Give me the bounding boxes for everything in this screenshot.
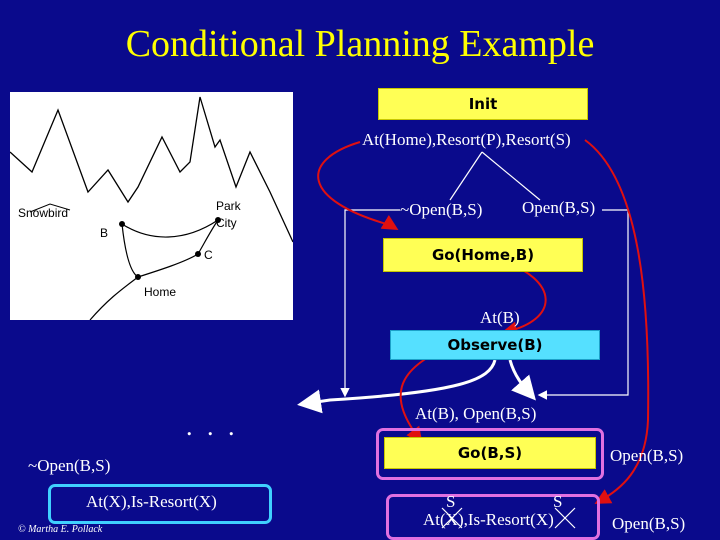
map-drawing [9, 96, 294, 321]
init-state-text: At(Home),Resort(P),Resort(S) [362, 130, 571, 149]
bottom-goal-s-right: S [553, 492, 563, 511]
slide-title: Conditional Planning Example [125, 23, 595, 65]
node-b-dot [119, 221, 125, 227]
node-home-dot [135, 274, 141, 280]
right-open-label-1: Open(B,S) [610, 446, 684, 465]
branch-line-right [481, 151, 541, 201]
copyright-text: © Martha E. Pollack [18, 524, 103, 535]
map-label-c: C [204, 248, 213, 262]
ellipsis: . . . [186, 412, 239, 441]
road-home-exit [89, 276, 139, 321]
loop-line-not-open [340, 209, 400, 398]
bottom-goal-s-left: S [446, 492, 456, 511]
init-box: Init [378, 88, 588, 120]
mountain-ridge-line [9, 96, 294, 243]
go-home-b-box: Go(Home,B) [383, 238, 583, 272]
strike-x-right-b [554, 507, 576, 529]
road-home-c [137, 253, 199, 278]
branch-line-left [449, 151, 483, 201]
loop-line-open [537, 209, 629, 400]
left-goal-text: At(X),Is-Resort(X) [86, 492, 217, 511]
map-label-snowbird: Snowbird [18, 206, 69, 220]
node-park-dot [215, 217, 221, 223]
slope-line [29, 203, 71, 213]
map-label-b: B [100, 226, 109, 240]
bottom-goal-text: At(X),Is-Resort(X) [423, 510, 554, 529]
red-arrow-to-goal [584, 139, 650, 504]
strike-x-left-b [441, 507, 463, 529]
map-label-city: City [216, 216, 237, 230]
left-goal-frame [48, 484, 272, 524]
map-label-home: Home [144, 285, 177, 299]
at-b-text: At(B) [480, 308, 520, 327]
red-arrow-init-to-go [317, 141, 399, 231]
road-c-park [197, 219, 219, 255]
road-b-park [121, 219, 219, 238]
observe-branch-left [297, 359, 497, 414]
right-open-label-2: Open(B,S) [612, 514, 686, 533]
go-b-s-box: Go(B,S) [384, 437, 596, 469]
map-illustration: Snowbird B Park City C Home [9, 92, 294, 321]
branch-open-label: Open(B,S) [522, 198, 596, 217]
map-label-park: Park [216, 199, 241, 213]
go-b-s-frame [376, 428, 604, 480]
at-b-open-text: At(B), Open(B,S) [415, 404, 537, 423]
observe-b-box: Observe(B) [390, 330, 600, 360]
node-c-dot [195, 251, 201, 257]
left-not-open-label: ~Open(B,S) [28, 456, 111, 475]
bottom-goal-frame [386, 494, 600, 540]
observe-branch-right [508, 359, 536, 401]
branch-not-open-label: ~Open(B,S) [400, 200, 483, 219]
